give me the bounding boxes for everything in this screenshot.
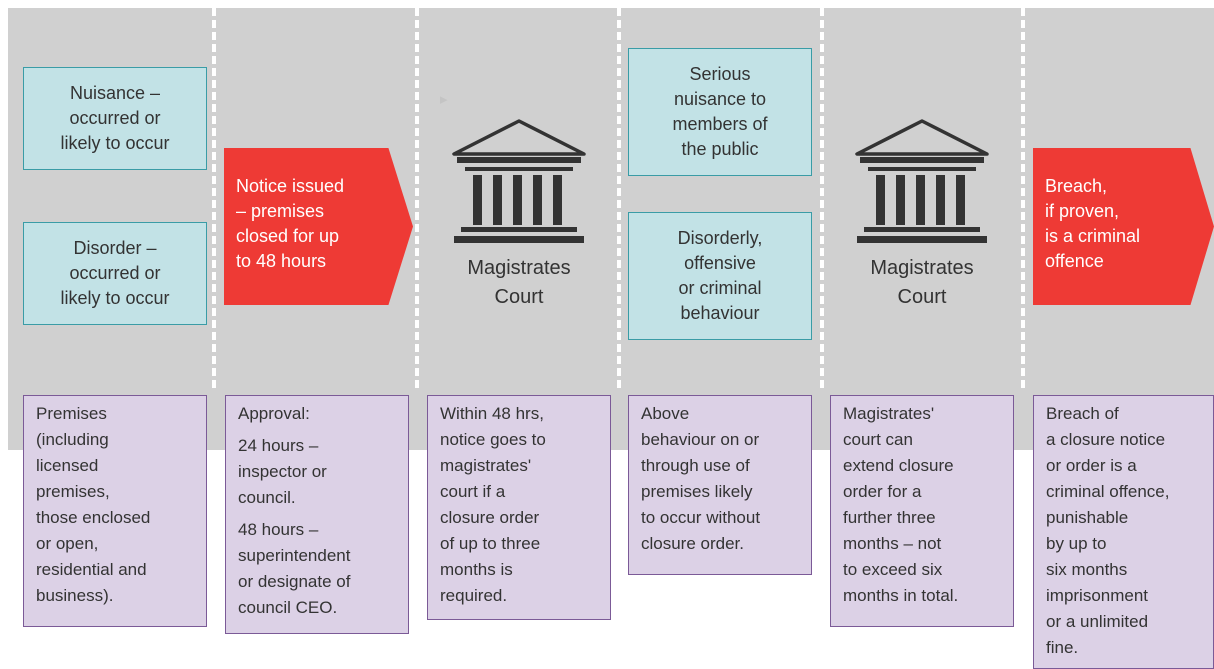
condition-text: Disorder – occurred or likely to occur	[60, 238, 170, 308]
column-separator	[415, 8, 419, 388]
note-text: Within 48 hrs, notice goes to magistrate…	[440, 404, 546, 605]
court-label: Magistrates Court	[467, 257, 571, 308]
magistrates-court-2: Magistrates Court	[847, 118, 997, 312]
note-box-premises: Premises (including licensed premises, t…	[23, 395, 207, 627]
background-band	[8, 8, 1214, 450]
condition-box-nuisance: Nuisance – occurred or likely to occur	[23, 67, 207, 170]
column-separator	[617, 8, 621, 388]
note-text: Premises (including licensed premises, t…	[36, 404, 151, 605]
arrow-text: Notice issued – premises closed for up t…	[236, 176, 345, 271]
approval-48-hours: 48 hours – superintendent or designate o…	[238, 520, 351, 617]
court-label: Magistrates Court	[870, 257, 974, 308]
courthouse-icon	[855, 119, 989, 243]
note-text: Breach of a closure notice or order is a…	[1046, 404, 1170, 657]
note-box-above-behaviour: Above behaviour on or through use of pre…	[628, 395, 812, 575]
note-box-approval: Approval: 24 hours – inspector or counci…	[225, 395, 409, 634]
condition-box-disorder: Disorder – occurred or likely to occur	[23, 222, 207, 325]
note-box-within-48-hours: Within 48 hrs, notice goes to magistrate…	[427, 395, 611, 620]
approval-24-hours: 24 hours – inspector or council.	[238, 436, 327, 507]
condition-text: Disorderly, offensive or criminal behavi…	[677, 228, 763, 323]
approval-heading: Approval:	[238, 404, 310, 423]
note-box-breach-penalty: Breach of a closure notice or order is a…	[1033, 395, 1214, 669]
column-separator	[820, 8, 824, 388]
column-separator	[212, 8, 216, 388]
column-separator	[1021, 8, 1025, 388]
faint-artifact: ▸	[440, 91, 448, 108]
note-box-extend-closure: Magistrates' court can extend closure or…	[830, 395, 1014, 627]
arrow-text: Breach, if proven, is a criminal offence	[1045, 176, 1141, 271]
courthouse-icon	[452, 119, 586, 243]
condition-box-serious-nuisance: Serious nuisance to members of the publi…	[628, 48, 812, 176]
condition-text: Serious nuisance to members of the publi…	[672, 64, 768, 159]
magistrates-court-1: Magistrates Court	[444, 118, 594, 312]
notice-issued-arrow: Notice issued – premises closed for up t…	[224, 148, 413, 305]
condition-text: Nuisance – occurred or likely to occur	[60, 83, 170, 153]
note-text: Magistrates' court can extend closure or…	[843, 404, 959, 605]
breach-arrow: Breach, if proven, is a criminal offence	[1033, 148, 1214, 305]
note-text: Above behaviour on or through use of pre…	[641, 404, 761, 553]
condition-box-disorderly-behaviour: Disorderly, offensive or criminal behavi…	[628, 212, 812, 340]
